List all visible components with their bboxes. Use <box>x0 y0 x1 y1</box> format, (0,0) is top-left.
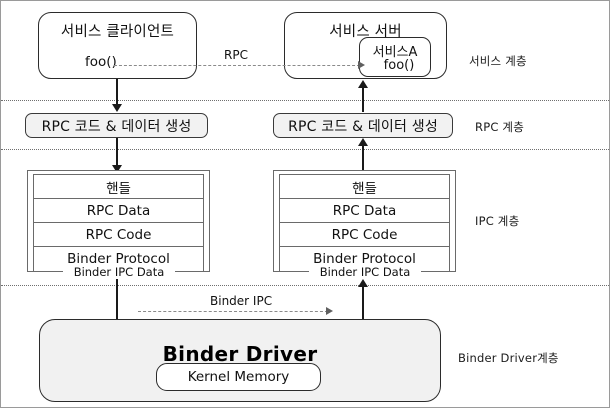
service-client-box[interactable]: 서비스 클라이언트 foo() <box>38 12 197 79</box>
ipc-stack-left[interactable]: 핸들 RPC Data RPC Code Binder Protocol <box>33 174 204 272</box>
ipc-row-rpc-data-left: RPC Data <box>34 199 203 223</box>
arrow-rpc-to-ipc-head <box>112 165 122 173</box>
layer-label-ipc: IPC 계층 <box>475 214 520 228</box>
binder-ipc-connector-label: Binder IPC <box>206 294 277 308</box>
rpc-dashed-connector <box>114 65 360 66</box>
arrow-ipc-to-rpc-line <box>362 145 364 173</box>
service-client-foo-label: foo() <box>85 54 117 70</box>
rpc-marshalling-box-left[interactable]: RPC 코드 & 데이터 생성 <box>25 113 208 138</box>
layer-separator-service-rpc <box>1 100 609 101</box>
arrow-rpc-to-server-head <box>358 80 368 88</box>
ipc-row-binder-protocol-left: Binder Protocol <box>67 251 170 267</box>
ipc-row-binder-protocol-right: Binder Protocol <box>313 251 416 267</box>
service-client-title: 서비스 클라이언트 <box>60 24 175 40</box>
arrow-client-to-rpc-line <box>116 79 118 105</box>
layer-separator-rpc-ipc <box>1 149 609 150</box>
binder-ipc-data-caption-left: Binder IPC Data <box>63 265 175 279</box>
binder-ipc-connector-arrowhead <box>326 307 333 315</box>
layer-label-service: 서비스 계층 <box>469 54 527 68</box>
binder-ipc-dashed-connector <box>138 311 328 312</box>
service-a-box[interactable]: 서비스A foo() <box>359 37 431 77</box>
layer-separator-ipc-driver <box>1 285 609 286</box>
ipc-row-handle-left: 핸들 <box>34 175 203 199</box>
layer-label-binder-driver: Binder Driver계층 <box>458 351 559 365</box>
arrow-rpc-to-ipc-line <box>116 138 118 167</box>
ipc-row-rpc-data-right: RPC Data <box>280 199 449 223</box>
ipc-stack-right[interactable]: 핸들 RPC Data RPC Code Binder Protocol <box>279 174 450 272</box>
layer-label-rpc: RPC 계층 <box>475 120 524 134</box>
kernel-memory-box[interactable]: Kernel Memory <box>156 363 321 391</box>
arrow-kernel-to-ipc-head <box>358 279 368 287</box>
service-a-title: 서비스A <box>372 45 418 60</box>
ipc-row-rpc-code-right: RPC Code <box>280 223 449 247</box>
arrow-client-to-rpc-head <box>112 104 122 112</box>
binder-driver-box[interactable]: Binder Driver <box>39 319 441 402</box>
rpc-connector-arrowhead <box>358 61 365 69</box>
service-server-box[interactable]: 서비스 서버 서비스A foo() <box>284 12 447 79</box>
service-a-foo-label: foo() <box>383 58 415 73</box>
binder-driver-title: Binder Driver <box>162 342 318 366</box>
binder-ipc-data-caption-right: Binder IPC Data <box>309 265 421 279</box>
arrow-rpc-to-server-line <box>362 87 364 112</box>
rpc-connector-label: RPC <box>220 48 252 62</box>
service-server-title: 서비스 서버 <box>329 24 402 40</box>
ipc-row-rpc-code-left: RPC Code <box>34 223 203 247</box>
arrow-ipc-to-rpc-head <box>358 138 368 146</box>
ipc-row-handle-right: 핸들 <box>280 175 449 199</box>
rpc-marshalling-box-right[interactable]: RPC 코드 & 데이터 생성 <box>273 113 453 138</box>
